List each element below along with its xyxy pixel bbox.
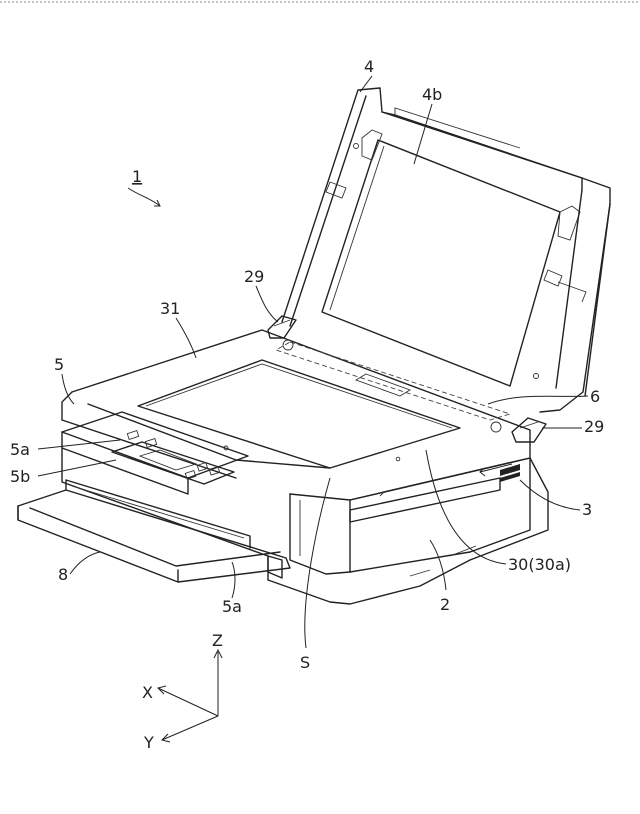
label-cover-pad: 4b (422, 85, 442, 104)
x-axis (158, 688, 218, 716)
control-panel (62, 412, 248, 494)
label-hinge-left: 29 (244, 267, 264, 286)
axis-triad (158, 650, 222, 742)
label-surface-point: S (300, 653, 310, 672)
hinge-left (268, 316, 296, 338)
label-side-slot: 3 (582, 500, 592, 519)
front-slot (350, 478, 500, 522)
panel-display (112, 442, 234, 484)
y-axis (162, 716, 218, 740)
label-device: 1 (132, 167, 142, 186)
label-scanner-top: 31 (160, 299, 180, 318)
cover-pad (322, 140, 560, 386)
main-housing (62, 448, 548, 604)
label-axis-y: Y (143, 733, 154, 752)
label-cover: 4 (364, 57, 374, 76)
label-housing: 2 (440, 595, 450, 614)
label-axis-x: X (142, 683, 153, 702)
label-panel-button: 5a (10, 440, 30, 459)
label-tray: 8 (58, 565, 68, 584)
leader-lines (38, 76, 588, 648)
label-panel-edge: 5a (222, 597, 242, 616)
label-surface: 30(30a) (508, 555, 571, 574)
label-panel-display: 5b (10, 467, 30, 486)
cover-lid (282, 88, 610, 412)
label-glass: 6 (590, 387, 600, 406)
label-panel: 5 (54, 355, 64, 374)
label-hinge-right: 29 (584, 417, 604, 436)
label-axis-z: Z (212, 631, 223, 650)
